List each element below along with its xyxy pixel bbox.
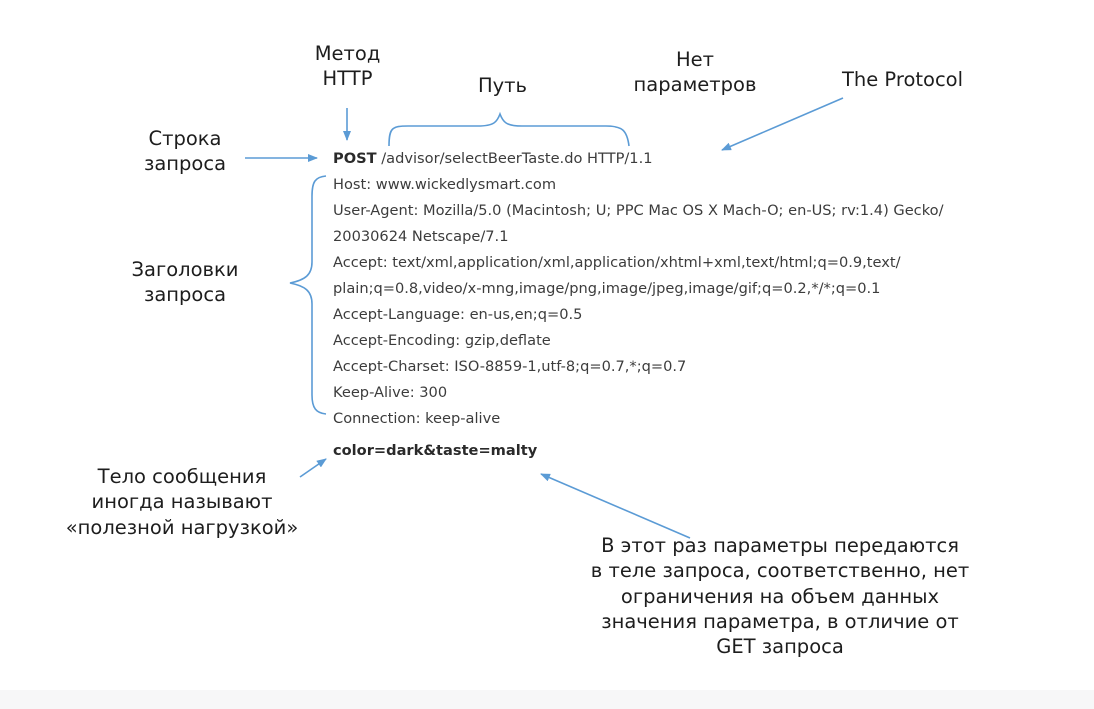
request-line-line: Строка: [148, 127, 222, 150]
path-label: Путь: [455, 73, 550, 98]
path-label-text: Путь: [477, 74, 528, 97]
body-label-line: «полезной нагрузкой»: [65, 515, 299, 539]
header-line: Accept-Encoding: gzip,deflate: [333, 332, 551, 349]
request-path-version: /advisor/selectBeerTaste.do HTTP/1.1: [376, 150, 653, 167]
header-line: plain;q=0.8,video/x-mng,image/png,image/…: [333, 280, 881, 297]
body-arrow: [299, 458, 327, 478]
body-note-line: GET запроса: [716, 635, 844, 659]
body-label-line: Тело сообщения: [97, 465, 267, 488]
bottom-band: [0, 690, 1094, 709]
header-line: Accept-Charset: ISO-8859-1,utf-8;q=0.7,*…: [333, 358, 687, 375]
protocol-arrow: [721, 97, 844, 151]
headers-label-line: Заголовки: [131, 258, 239, 281]
header-line: Accept: text/xml,application/xml,applica…: [333, 254, 901, 271]
header-line: User-Agent: Mozilla/5.0 (Macintosh; U; P…: [333, 202, 944, 219]
body-note-line: ограничения на объем данных: [620, 584, 940, 608]
path-brace: [388, 111, 630, 147]
http-request: POST /advisor/selectBeerTaste.do HTTP/1.…: [333, 146, 944, 432]
header-line: Connection: keep-alive: [333, 410, 501, 427]
request-line-line: запроса: [143, 152, 227, 176]
method-label-line: Метод: [314, 42, 381, 65]
body-note-line: значения параметра, в отличие от: [601, 610, 959, 634]
no-params-label: Нет параметров: [620, 47, 770, 98]
request-body-text: color=dark&taste=malty: [333, 442, 538, 459]
body-note-line: в теле запроса, соответственно, нет: [590, 559, 970, 583]
header-line: Accept-Language: en-us,en;q=0.5: [333, 306, 583, 323]
no-params-line: Нет: [675, 48, 715, 71]
protocol-label: The Protocol: [815, 67, 990, 92]
headers-label: Заголовки запроса: [115, 257, 255, 308]
request-line-label: Строка запроса: [130, 126, 240, 177]
body-label: Тело сообщения иногда называют «полезной…: [52, 464, 312, 540]
body-note-arrow: [540, 473, 691, 539]
no-params-line: параметров: [633, 73, 757, 97]
method-label-line: HTTP: [322, 67, 373, 91]
body-label-line: иногда называют: [91, 490, 273, 514]
request-line: POST /advisor/selectBeerTaste.do HTTP/1.…: [333, 146, 944, 172]
body-note-label: В этот раз параметры передаются в теле з…: [580, 533, 980, 660]
header-line: Host: www.wickedlysmart.com: [333, 176, 557, 193]
headers-label-line: запроса: [143, 283, 227, 307]
header-line: 20030624 Netscape/7.1: [333, 228, 509, 245]
method-label: Метод HTTP: [300, 41, 395, 92]
request-body: color=dark&taste=malty: [333, 438, 537, 464]
headers-brace: [289, 175, 327, 415]
protocol-label-text: The Protocol: [841, 68, 964, 91]
request-method: POST: [333, 150, 377, 167]
body-note-line: В этот раз параметры передаются: [601, 534, 959, 557]
header-line: Keep-Alive: 300: [333, 384, 448, 401]
